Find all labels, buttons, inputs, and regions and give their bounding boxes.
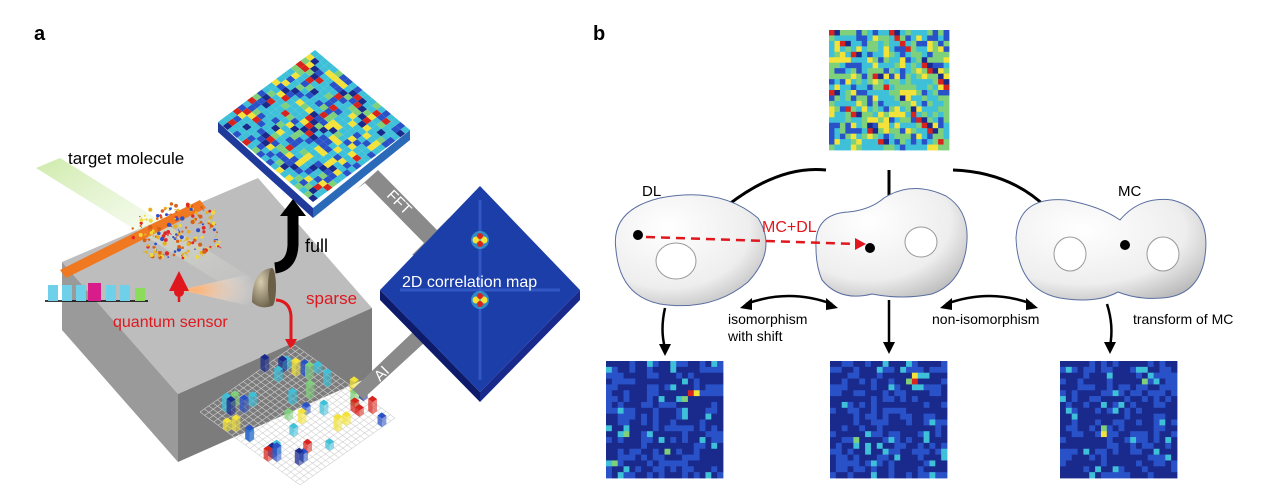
sparse-cube [222, 417, 232, 432]
sparse-cube [325, 438, 335, 451]
sparse-cube [274, 365, 283, 383]
down-arrow-dl-icon [659, 307, 671, 356]
quantum-sensor-spin-icon [169, 271, 189, 302]
sparse-cube [297, 407, 307, 425]
sparse-cube [284, 407, 294, 422]
sparse-cube [322, 368, 332, 388]
sparse-cube [333, 413, 343, 433]
sparse-cube [368, 395, 378, 415]
top-heatmap [829, 30, 950, 151]
non-isomorphism-label: non-isomorphism [932, 311, 1039, 327]
mcdl-label: MC+DL [762, 219, 817, 236]
sparse-cube [377, 412, 387, 428]
sparse-cube [355, 404, 364, 417]
mcdl-dashed-arrow-icon [645, 235, 866, 250]
isomorphism-shift-label: with shift [727, 328, 783, 344]
sparse-cube [319, 399, 329, 416]
sparse-cube [260, 354, 270, 373]
sparse-cube [305, 361, 314, 381]
target-molecule-label: target molecule [68, 149, 184, 168]
mc-label: MC [1118, 183, 1141, 200]
panel-b-label: b [593, 23, 605, 45]
mcdl-torus [815, 187, 968, 298]
sparse-label: sparse [306, 289, 357, 308]
target-molecule [131, 202, 222, 260]
quantum-sensor-label: quantum sensor [113, 314, 228, 331]
isomorphism-arrow-icon [740, 294, 838, 310]
sparse-cube [231, 414, 241, 433]
sparse-cube [248, 391, 258, 408]
sparse-cube [239, 394, 249, 414]
sparse-cube [294, 447, 304, 466]
sparse-cube [272, 442, 282, 463]
sparse-cube [226, 396, 236, 417]
mc-torus [1015, 198, 1207, 301]
sparse-cube [305, 379, 315, 400]
mcdl-heatmap [830, 361, 948, 479]
full-label: full [305, 236, 328, 256]
transform-label: transform of MC [1133, 311, 1233, 327]
sparse-cube [342, 411, 351, 427]
isomorphism-label: isomorphism [728, 311, 807, 327]
sensor-cone [180, 272, 258, 308]
dl-label: DL [642, 183, 661, 200]
down-arrow-mc-icon [1104, 303, 1116, 354]
correlation-map-label: 2D correlation map [402, 274, 537, 291]
full-arrow-icon [273, 199, 306, 274]
mc-heatmap [1060, 361, 1178, 479]
sparse-cube [289, 422, 299, 438]
non-isomorphism-arrow-icon [940, 294, 1038, 310]
dl-torus [614, 194, 767, 307]
dl-heatmap [606, 361, 724, 479]
sparse-data-matrix [199, 344, 396, 486]
sparse-cube [245, 424, 255, 443]
sparse-cube [313, 360, 323, 375]
sparse-cube [288, 387, 298, 406]
down-arrow-mcdl-icon [883, 300, 895, 354]
panel-a-label: a [34, 23, 46, 45]
pulse-sequence-icon [45, 283, 148, 302]
objective-dome-icon [252, 268, 276, 308]
correlation-map [380, 186, 580, 402]
full-data-matrix [218, 50, 410, 218]
sparse-cube [263, 445, 273, 462]
sparse-arrow-icon [275, 298, 297, 350]
sparse-cube [291, 357, 301, 377]
